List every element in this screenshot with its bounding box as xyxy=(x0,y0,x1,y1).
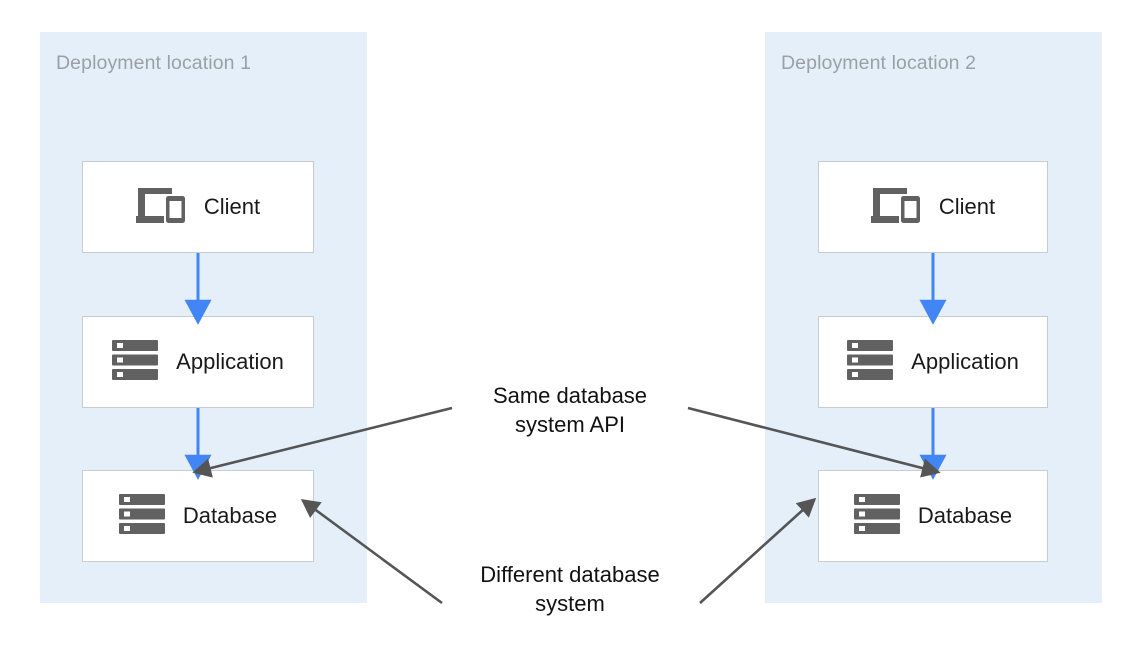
server-icon xyxy=(112,337,160,388)
node-label: Client xyxy=(203,194,261,219)
server-icon xyxy=(853,491,902,542)
panel-label-1: Deployment location 1 xyxy=(56,52,252,74)
node-client-1[interactable]: Client xyxy=(82,161,314,253)
server-icon xyxy=(847,337,895,388)
node-database-1[interactable]: Database xyxy=(82,470,314,562)
server-icon xyxy=(118,491,167,542)
node-label: Application xyxy=(176,349,284,374)
node-label: Database xyxy=(182,503,278,528)
node-application-1[interactable]: Application xyxy=(82,316,314,408)
node-application-2[interactable]: Application xyxy=(818,316,1048,408)
annotation-same-database-system-api: Same database system API xyxy=(492,383,648,438)
panel-label-2: Deployment location 2 xyxy=(781,52,977,74)
node-label: Database xyxy=(917,503,1013,528)
node-label: Client xyxy=(938,194,996,219)
devices-icon xyxy=(135,182,188,233)
node-database-2[interactable]: Database xyxy=(818,470,1048,562)
node-client-2[interactable]: Client xyxy=(818,161,1048,253)
devices-icon xyxy=(870,182,923,233)
annotation-different-database-system: Different database system xyxy=(480,562,660,617)
node-label: Application xyxy=(911,349,1019,374)
